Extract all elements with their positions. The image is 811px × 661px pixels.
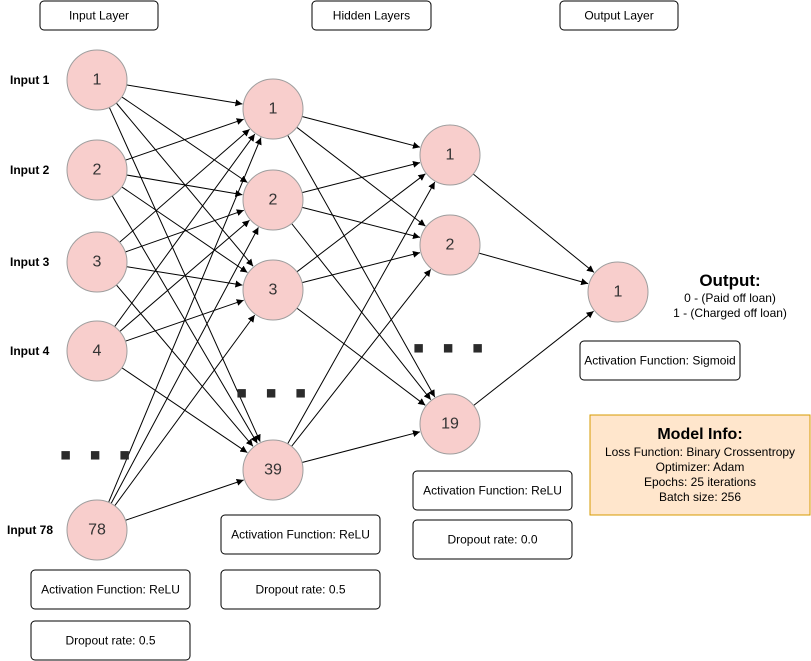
model-info-box: Model Info: Loss Function: Binary Crosse… (589, 414, 811, 516)
svg-text:19: 19 (441, 416, 459, 433)
edge-l0-4-2 (114, 314, 256, 507)
svg-text:2: 2 (93, 162, 102, 179)
svg-text:1: 1 (614, 284, 623, 301)
svg-text:Dropout rate: 0.5: Dropout rate: 0.5 (65, 634, 155, 648)
hidden1-node-39: 39 (242, 439, 304, 501)
hidden1-node-1: 1 (242, 78, 304, 140)
svg-text:2: 2 (446, 237, 455, 254)
input-label-2: Input 2 (10, 163, 50, 177)
edge-l1-0-0 (301, 116, 421, 149)
hidden2-node-1: 1 (419, 124, 481, 186)
model-info-line-3: Batch size: 256 (659, 490, 741, 504)
edge-l1-2-1 (301, 250, 421, 284)
svg-text:Activation Function: ReLU: Activation Function: ReLU (41, 583, 180, 597)
edge-l0-1-1 (126, 174, 243, 198)
edge-l0-4-1 (110, 227, 259, 504)
input-node-1: 1 (66, 49, 128, 111)
input-node-3: 3 (66, 231, 128, 293)
hidden2-activation-box: Activation Function: ReLU (412, 470, 573, 511)
svg-text:Input Layer: Input Layer (69, 9, 129, 23)
edge-l1-3-2 (301, 430, 421, 463)
input-label-78: Input 78 (7, 523, 53, 537)
model-info-line-2: Epochs: 25 iterations (644, 475, 756, 489)
input-label-3: Input 3 (10, 255, 50, 269)
output-node-1: 1 (587, 261, 649, 323)
edge-l1-2-2 (296, 307, 426, 406)
svg-text:1: 1 (269, 101, 278, 118)
output-line-0: 0 - (Paid off loan) (684, 291, 776, 305)
output-line-1: 1 - (Charged off loan) (673, 306, 787, 320)
svg-text:1: 1 (446, 147, 455, 164)
output-description: Output: 0 - (Paid off loan) 1 - (Charged… (673, 271, 787, 320)
edge-l0-3-1 (119, 219, 250, 332)
edge-l1-0-2 (287, 134, 436, 398)
svg-text:78: 78 (88, 522, 106, 539)
input-dropout-box: Dropout rate: 0.5 (30, 620, 191, 661)
input-ellipsis: ▪ ▪ ▪ (59, 436, 134, 474)
edge-l0-0-3 (108, 107, 261, 442)
edge-l2-0-0 (472, 173, 595, 273)
svg-text:4: 4 (93, 343, 102, 360)
svg-text:Hidden Layers: Hidden Layers (333, 9, 410, 23)
svg-text:3: 3 (93, 254, 102, 271)
svg-text:Activation Function: ReLU: Activation Function: ReLU (231, 528, 370, 542)
edge-l2-2-0 (473, 310, 594, 406)
edge-l1-1-2 (291, 223, 432, 401)
input-label-1: Input 1 (10, 73, 50, 87)
layer-header-hidden: Hidden Layers (311, 0, 432, 31)
input-activation-box: Activation Function: ReLU (30, 569, 191, 610)
edge-l2-1-0 (478, 252, 589, 286)
hidden2-node-19: 19 (419, 393, 481, 455)
svg-text:Activation Function: ReLU: Activation Function: ReLU (423, 484, 562, 498)
svg-text:Dropout rate: 0.0: Dropout rate: 0.0 (447, 533, 537, 547)
layer-header-input: Input Layer (39, 0, 159, 31)
hidden2-ellipsis: ▪ ▪ ▪ (412, 329, 487, 367)
output-title: Output: (699, 271, 760, 290)
svg-text:1: 1 (93, 72, 102, 89)
edge-l1-1-0 (301, 160, 421, 194)
edge-l0-2-0 (119, 128, 250, 243)
hidden1-node-2: 2 (242, 169, 304, 231)
input-node-4: 4 (66, 320, 128, 382)
input-label-4: Input 4 (10, 344, 50, 358)
model-info-line-1: Optimizer: Adam (656, 460, 745, 474)
edge-l1-3-1 (291, 269, 432, 447)
edge-l1-0-1 (296, 126, 426, 227)
model-info-line-0: Loss Function: Binary Crossentropy (605, 445, 795, 459)
edge-l1-3-0 (287, 181, 436, 445)
svg-text:3: 3 (269, 282, 278, 299)
edge-l0-3-0 (114, 133, 256, 327)
svg-text:Activation Function: Sigmoid: Activation Function: Sigmoid (584, 354, 735, 368)
edge-l0-1-0 (125, 118, 244, 161)
hidden1-dropout-box: Dropout rate: 0.5 (220, 569, 381, 610)
edge-l0-4-0 (108, 137, 262, 503)
model-info-title: Model Info: (657, 426, 742, 443)
svg-text:Output Layer: Output Layer (584, 9, 653, 23)
edge-l0-0-0 (126, 84, 243, 107)
hidden2-node-2: 2 (419, 214, 481, 276)
edge-l0-4-3 (125, 478, 244, 521)
svg-text:2: 2 (269, 192, 278, 209)
input-node-78: 78 (66, 499, 128, 561)
hidden1-activation-box: Activation Function: ReLU (220, 514, 381, 555)
hidden1-ellipsis: ▪ ▪ ▪ (235, 374, 310, 412)
connections (108, 84, 595, 521)
svg-text:Dropout rate: 0.5: Dropout rate: 0.5 (255, 583, 345, 597)
output-activation-box: Activation Function: Sigmoid (579, 340, 741, 381)
hidden1-node-3: 3 (242, 259, 304, 321)
hidden2-dropout-box: Dropout rate: 0.0 (412, 519, 573, 560)
layer-header-output: Output Layer (559, 0, 679, 31)
edge-l1-2-0 (296, 173, 426, 273)
input-node-2: 2 (66, 139, 128, 201)
svg-text:39: 39 (264, 462, 282, 479)
